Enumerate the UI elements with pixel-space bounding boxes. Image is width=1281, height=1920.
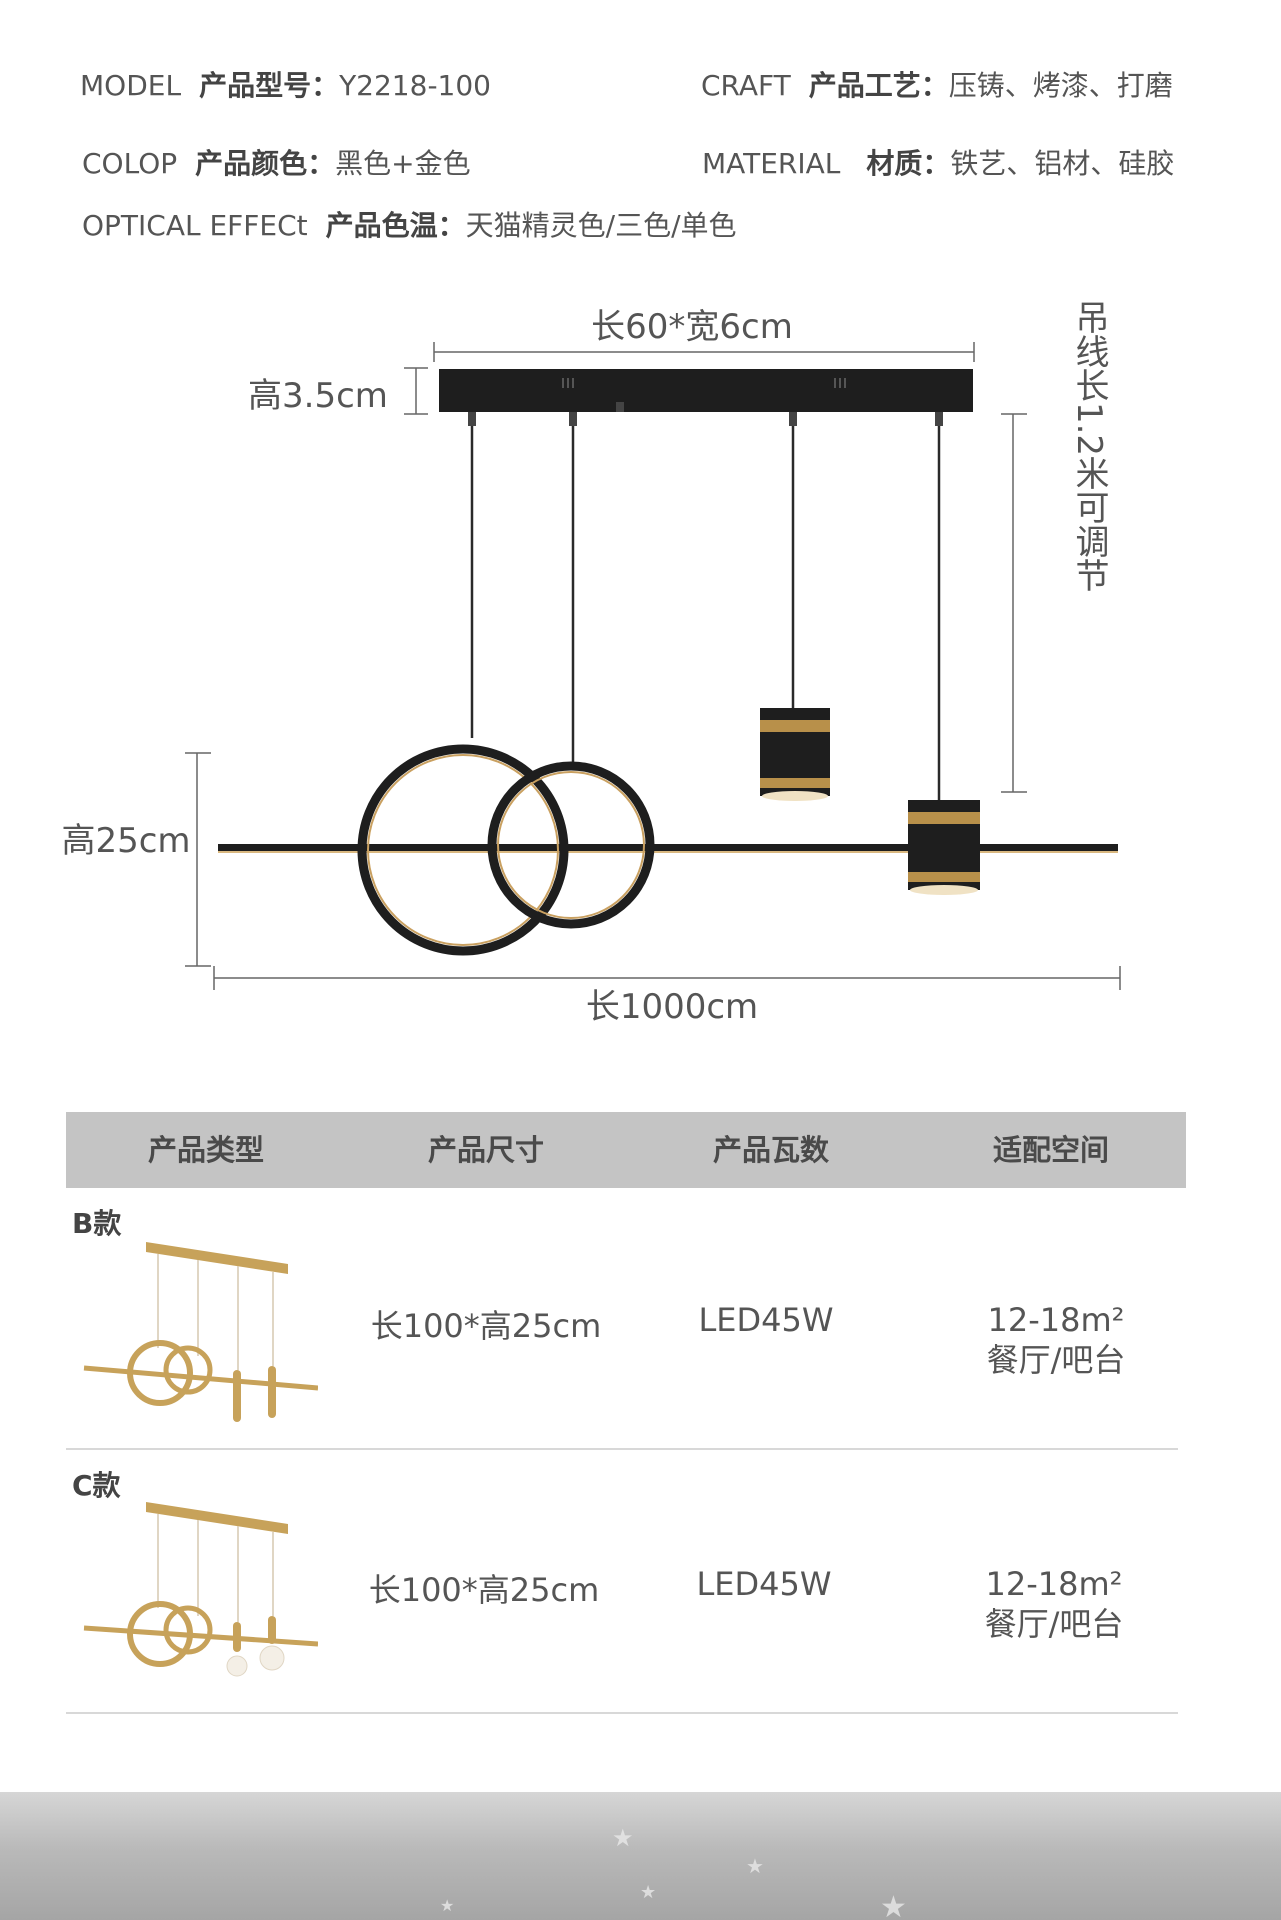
- header-product-wattage: 产品瓦数: [712, 1133, 829, 1167]
- small-ring: [487, 761, 655, 929]
- canopy: [439, 369, 973, 412]
- star-decoration: ★: [612, 1824, 634, 1852]
- row-b-size: 长100*高25cm: [370, 1307, 602, 1345]
- spec-color-en: COLOP: [82, 147, 178, 180]
- table-row: C款 长100*高25cm LED45W 12-18m² 餐厅/吧台: [66, 1450, 1178, 1714]
- spec-craft-value: 压铸、烤漆、打磨: [948, 69, 1173, 102]
- row-label-c: C款: [72, 1469, 121, 1502]
- canopy-height-label: 高3.5cm: [248, 376, 388, 416]
- row-b-area: 12-18m²: [987, 1301, 1125, 1339]
- row-c-wattage: LED45W: [696, 1565, 832, 1603]
- spec-craft-cn: 产品工艺：: [808, 69, 949, 102]
- lamp-height-dimension: 高25cm: [61, 752, 211, 967]
- spec-material-en: MATERIAL: [702, 147, 841, 180]
- cable-length-dimension: 吊线长1.2米可调节: [1001, 300, 1109, 793]
- canopy-height-dimension: 高3.5cm: [248, 367, 428, 416]
- row-divider: [66, 1712, 1178, 1714]
- product-dimension-diagram: 长60*宽6cm 高3.5cm 吊线长1.2米可调节: [61, 300, 1121, 1027]
- canopy-vents: [562, 378, 846, 388]
- light-bar-glow: [218, 851, 1118, 853]
- row-c-room: 餐厅/吧台: [984, 1605, 1124, 1643]
- spec-optical-en: OPTICAL EFFECt: [82, 209, 308, 242]
- spec-optical-value: 天猫精灵色/三色/单色: [465, 209, 737, 242]
- spec-model-en: MODEL: [80, 69, 182, 102]
- spec-material-cn: 材质：: [866, 147, 951, 180]
- spec-model: MODEL 产品型号：Y2218-100: [80, 64, 491, 104]
- lamp-length-dimension: 长1000cm: [213, 966, 1121, 1027]
- large-ring-glow: [367, 754, 559, 946]
- suspension-cables: [470, 412, 941, 800]
- row-b-wattage: LED45W: [698, 1301, 834, 1339]
- spec-color-value: 黑色+金色: [335, 147, 471, 180]
- horizontal-light-bar: [218, 844, 1118, 852]
- header-suitable-space: 适配空间: [992, 1133, 1109, 1167]
- spec-material: MATERIAL 材质：铁艺、铝材、硅胶: [702, 142, 1174, 182]
- star-decoration: ★: [880, 1890, 907, 1920]
- spec-craft-en: CRAFT: [701, 69, 791, 102]
- cylinder-pendant-upper: [760, 708, 830, 801]
- row-b-space: 12-18m² 餐厅/吧台: [926, 1300, 1186, 1380]
- star-decoration: ★: [746, 1854, 764, 1878]
- row-label-b: B款: [72, 1207, 122, 1240]
- row-c-space: 12-18m² 餐厅/吧台: [924, 1564, 1184, 1644]
- row-divider: [66, 1448, 1178, 1450]
- spec-optical: OPTICAL EFFECt 产品色温：天猫精灵色/三色/单色: [82, 204, 737, 244]
- cable-grips: [468, 402, 943, 426]
- spec-material-value: 铁艺、铝材、硅胶: [950, 147, 1175, 180]
- cable-length-label: 吊线长1.2米可调节: [1069, 300, 1109, 592]
- header-product-type: 产品类型: [147, 1133, 264, 1167]
- star-decoration: ★: [640, 1882, 657, 1903]
- lamp-height-label: 高25cm: [61, 821, 190, 861]
- spec-craft: CRAFT 产品工艺：压铸、烤漆、打磨: [701, 64, 1173, 104]
- spec-optical-cn: 产品色温：: [325, 209, 466, 242]
- lamp-length-label: 长1000cm: [586, 987, 758, 1027]
- cylinder-pendant-lower: [908, 800, 980, 895]
- canopy-size-label: 长60*宽6cm: [591, 307, 793, 347]
- row-b-room: 餐厅/吧台: [986, 1341, 1126, 1379]
- row-c-area: 12-18m²: [985, 1565, 1123, 1603]
- small-ring-glow: [497, 771, 645, 919]
- canopy-width-dimension: 长60*宽6cm: [433, 307, 975, 362]
- table-header: 产品类型 产品尺寸 产品瓦数 适配空间: [66, 1112, 1186, 1188]
- table-row: B款 长100*高25cm LED45W 12-18m² 餐厅/吧台: [66, 1188, 1178, 1450]
- header-product-size: 产品尺寸: [427, 1133, 544, 1167]
- star-decoration: ★: [440, 1896, 455, 1915]
- spec-model-cn: 产品型号：: [199, 69, 340, 102]
- row-c-size: 长100*高25cm: [368, 1571, 600, 1609]
- next-section-background: ★ ★ ★ ★ ★: [0, 1792, 1281, 1920]
- product-thumbnail-b: [83, 1242, 318, 1422]
- spec-model-value: Y2218-100: [339, 69, 491, 102]
- spec-color-cn: 产品颜色：: [195, 147, 336, 180]
- product-thumbnail-c: [83, 1502, 318, 1677]
- large-ring: [357, 744, 569, 956]
- spec-color: COLOP 产品颜色：黑色+金色: [82, 142, 471, 182]
